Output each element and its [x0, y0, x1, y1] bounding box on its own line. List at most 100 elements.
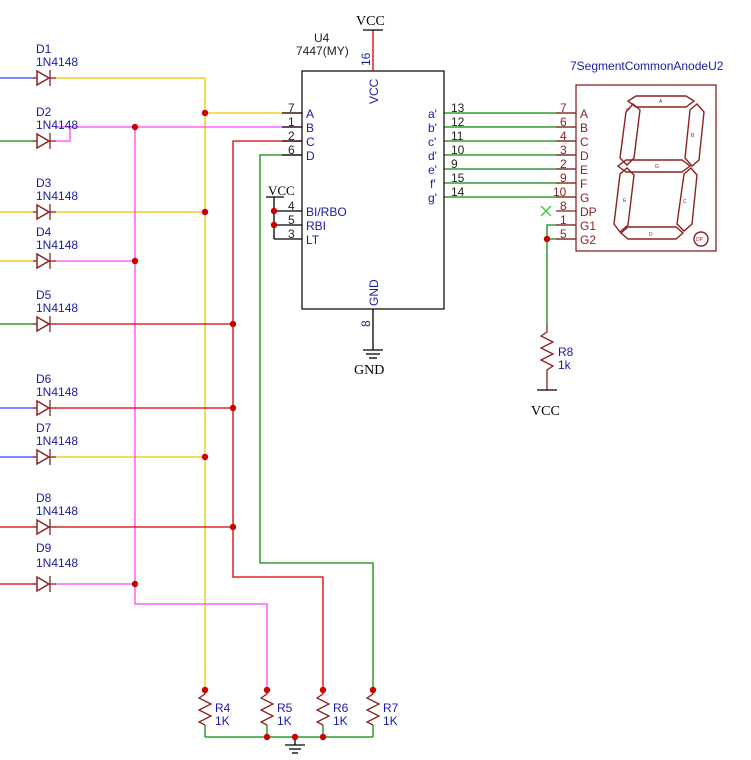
pin-name: DP	[580, 205, 597, 219]
ground-symbol	[285, 737, 305, 754]
pin-number: 14	[451, 185, 465, 199]
resistor-ref: R7	[383, 701, 399, 715]
pin-number: 1	[560, 213, 567, 227]
segment-g	[616, 159, 692, 173]
pin-name: g'	[428, 191, 437, 205]
diode-value: 1N4148	[36, 434, 78, 448]
ic-right-pins: a' 13 b' 12 c' 11 d' 10 e' 9 f' 15 g' 14	[428, 101, 465, 205]
diode-ref: D9	[36, 541, 52, 555]
resistor-r5: R5 1K	[259, 690, 293, 728]
no-connect-marker	[540, 205, 552, 217]
vcc-label-ic-inputs: VCC	[268, 183, 295, 198]
pin-number: 9	[560, 171, 567, 185]
pin-name: E	[580, 163, 588, 177]
diode-value: 1N4148	[36, 118, 78, 132]
display-pins: 7 A 6 B 4 C 3 D 2 E 9 F 10 G 8 DP 1 G1 5…	[553, 101, 597, 247]
seven-segment-display: 7SegmentCommonAnodeU2 7 A 6 B 4	[540, 59, 724, 252]
diode-value: 1N4148	[36, 385, 78, 399]
pin-name: C	[580, 135, 589, 149]
pin-name: LT	[306, 233, 320, 247]
pin-number: 4	[560, 129, 567, 143]
pin-number: 7	[560, 101, 567, 115]
pin-name: BI/RBO	[306, 205, 347, 219]
diode-value: 1N4148	[36, 238, 78, 252]
diode-ref: D5	[36, 288, 52, 302]
ic-left-pins: 7 A 1 B 2 C 6 D 4 BI/RBO 5 RBI 3 LT	[288, 101, 347, 247]
pin-number: 9	[451, 157, 458, 171]
gnd-pin-number: 8	[359, 320, 373, 327]
pin-name: b'	[428, 121, 437, 135]
vcc-pin-label: VCC	[367, 78, 381, 104]
pin-name: B	[580, 121, 588, 135]
resistor-r7: R7 1K	[365, 690, 399, 728]
resistor-r6: R6 1K	[315, 690, 349, 728]
pin-number: 2	[560, 157, 567, 171]
ic-value: 7447(MY)	[296, 44, 349, 58]
diode-value: 1N4148	[36, 55, 78, 69]
pin-name: G	[580, 191, 589, 205]
pin-number: 13	[451, 101, 465, 115]
pin-number: 15	[451, 171, 465, 185]
pin-name: RBI	[306, 219, 326, 233]
pin-number: 6	[288, 143, 295, 157]
segment-shapes	[613, 95, 709, 247]
junction-dots	[131, 109, 551, 741]
resistor-ref: R5	[277, 701, 293, 715]
resistor-value: 1K	[277, 714, 292, 728]
ic-ref: U4	[314, 31, 330, 45]
segment-letter: A	[659, 99, 663, 105]
pin-number: 8	[560, 199, 567, 213]
segment-d	[619, 226, 685, 240]
resistor-value: 1K	[333, 714, 348, 728]
diode-d9: D9 1N4148	[33, 541, 78, 593]
pin-name: A	[306, 107, 314, 121]
diode-d8: D8 1N4148	[33, 491, 78, 536]
pin-number: 11	[451, 129, 464, 143]
diode-d2: D2 1N4148	[33, 105, 78, 150]
segment-letter: F	[626, 108, 629, 114]
diode-ref: D8	[36, 491, 52, 505]
diode-ref: D4	[36, 225, 52, 239]
segment-letter: E	[623, 198, 627, 204]
diode-value: 1N4148	[36, 504, 78, 518]
diode-d1: D1 1N4148	[33, 42, 78, 87]
pin-name: A	[580, 107, 588, 121]
segment-b	[684, 103, 705, 167]
segment-letters: A B C D E F G DP	[623, 99, 704, 243]
wires	[0, 77, 576, 738]
vcc-label-r8: VCC	[531, 404, 560, 419]
segment-letter: G	[655, 164, 659, 170]
segment-e	[613, 167, 635, 234]
resistor-value: 1K	[383, 714, 398, 728]
resistor-ref: R8	[558, 345, 574, 359]
diode-ref: D6	[36, 372, 52, 386]
display-name: 7SegmentCommonAnodeU2	[570, 59, 724, 73]
pin-number: 10	[451, 143, 465, 157]
pin-number: 12	[451, 115, 465, 129]
pin-name: f'	[430, 177, 436, 191]
segment-dp	[693, 231, 709, 247]
diode-d6: D6 1N4148	[33, 372, 78, 417]
diode-d4: D4 1N4148	[33, 225, 78, 270]
diode-ref: D1	[36, 42, 52, 56]
resistor-r8: R8 1k VCC	[531, 325, 574, 419]
vcc-label-top: VCC	[356, 14, 385, 29]
pin-name: B	[306, 121, 314, 135]
pin-number: 4	[288, 199, 295, 213]
resistor-ref: R6	[333, 701, 349, 715]
pin-name: a'	[428, 107, 437, 121]
pin-number: 6	[560, 115, 567, 129]
pin-number: 7	[288, 101, 295, 115]
pin-number: 1	[288, 115, 295, 129]
pin-name: D	[306, 149, 315, 163]
resistor-r4: R4 1K	[197, 690, 231, 728]
pin-number: 2	[288, 129, 295, 143]
pin-name: G1	[580, 219, 596, 233]
diode-value: 1N4148	[36, 556, 78, 570]
pin-name: C	[306, 135, 315, 149]
pin-number: 5	[288, 213, 295, 227]
segment-f	[619, 103, 641, 166]
vcc-pin-number: 16	[359, 52, 373, 66]
pin-name: G2	[580, 233, 596, 247]
